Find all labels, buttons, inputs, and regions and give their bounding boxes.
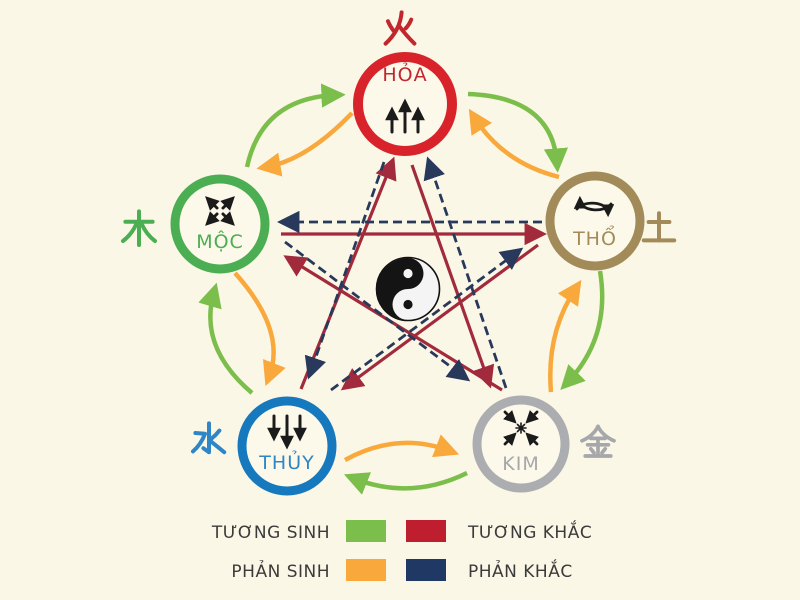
legend-label-tuong-khac: TƯƠNG KHẮC — [467, 519, 592, 543]
sinh-arrow-metal-to-water — [343, 470, 468, 495]
fire-label: HỎA — [382, 61, 427, 86]
phan-khac-arrow-fire-to-water — [304, 161, 386, 380]
water-icon — [267, 414, 307, 450]
legend-swatch-tuong-khac — [406, 520, 446, 542]
water-label: THỦY — [258, 449, 314, 474]
wood-node: MỘC — [170, 174, 270, 274]
phan-khac-arrow-metal-to-fire — [423, 156, 508, 389]
legend-label-phan-khac: PHẢN KHẮC — [468, 558, 573, 582]
legend-label-tuong-sinh: TƯƠNG SINH — [211, 523, 330, 543]
phan-sinh-arrow-metal-to-earth — [548, 279, 582, 393]
earth-icon — [573, 195, 615, 218]
khac-arrow-water-to-fire — [299, 156, 397, 390]
metal-icon — [502, 409, 540, 447]
legend-label-phan-sinh: PHẢN SINH — [231, 559, 330, 582]
phan-sinh-arrow-earth-to-fire — [468, 108, 560, 180]
wood-label: MỘC — [196, 229, 244, 253]
yin-yang-icon — [375, 256, 441, 322]
phan-khac-arrow-water-to-earth — [330, 247, 524, 392]
metal-hanzi — [580, 424, 616, 458]
legend-swatch-phan-khac — [406, 559, 446, 581]
wood-icon — [205, 196, 235, 226]
tuong-sinh-arrows — [198, 83, 605, 495]
sinh-arrow-water-to-wood — [198, 282, 254, 395]
earth-circle — [545, 171, 645, 271]
khac-arrow-fire-to-metal — [410, 164, 495, 389]
metal-node: KIM — [472, 395, 570, 493]
wood-circle — [170, 174, 270, 274]
sinh-arrow-fire-to-earth — [467, 91, 569, 173]
fire-icon — [385, 98, 425, 134]
phan-sinh-arrow-water-to-metal — [343, 434, 460, 462]
phan-khac-arrow-wood-to-metal — [284, 240, 471, 382]
metal-circle — [472, 395, 570, 493]
legend: TƯƠNG SINH TƯƠNG KHẮC PHẢN SINH PHẢN KHẮ… — [211, 519, 592, 582]
fire-node: HỎA — [353, 52, 457, 156]
sinh-arrow-wood-to-fire — [244, 83, 346, 168]
phan-sinh-arrow-fire-to-wood — [256, 111, 354, 177]
yin-dot — [403, 299, 413, 310]
legend-swatch-tuong-sinh — [346, 520, 386, 542]
sinh-arrow-earth-to-metal — [560, 270, 605, 391]
fire-hanzi — [383, 10, 417, 46]
phan-sinh-arrows — [233, 108, 582, 462]
earth-node: THỔ — [545, 171, 645, 271]
yang-dot — [403, 268, 413, 279]
legend-swatch-phan-sinh — [346, 559, 386, 581]
phan-khac-arrows — [277, 156, 542, 392]
phan-sinh-arrow-wood-to-water — [233, 271, 286, 387]
water-node: THỦY — [237, 396, 337, 496]
earth-hanzi — [641, 211, 677, 243]
earth-label: THỔ — [572, 224, 617, 250]
metal-label: KIM — [502, 453, 539, 475]
water-hanzi — [190, 421, 227, 455]
wood-hanzi — [120, 209, 158, 248]
